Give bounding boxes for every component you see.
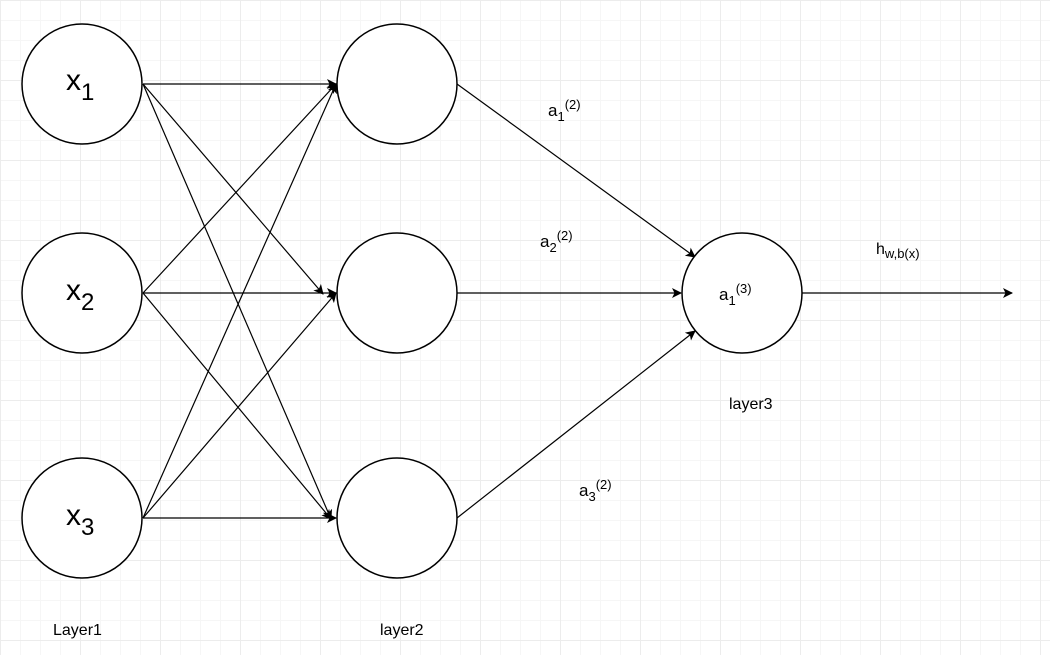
layer1-nodes (21, 23, 143, 579)
edges-layer2-layer3 (456, 83, 696, 519)
node-h1 (336, 23, 458, 145)
edge-label-a1: a1(2) (548, 97, 581, 124)
node-out (681, 232, 803, 354)
layer2-nodes (336, 23, 458, 579)
edge-h1-out (456, 83, 696, 258)
edge-x2-h3 (142, 292, 332, 520)
edge-x3-h1 (142, 83, 337, 519)
node-out-label: a1(3) (719, 281, 752, 308)
layer1-caption: Layer1 (53, 622, 102, 639)
layer3-nodes (681, 232, 803, 354)
edge-x1-h2 (142, 83, 324, 295)
edge-label-a2: a2(2) (540, 228, 573, 255)
node-x2 (21, 232, 143, 354)
node-x1 (21, 23, 143, 145)
edge-h3-out (456, 330, 696, 519)
node-x1-label: x1 (66, 64, 95, 106)
edge-x2-h1 (142, 83, 337, 294)
layer3-caption: layer3 (729, 396, 773, 413)
layer2-caption: layer2 (380, 622, 424, 639)
node-x2-label: x2 (66, 274, 95, 316)
edge-label-h: hw,b(x) (876, 241, 920, 261)
node-x3 (21, 457, 143, 579)
edge-label-a3: a3(2) (579, 477, 612, 504)
node-x3-label: x3 (66, 499, 95, 541)
edge-x3-h2 (142, 292, 337, 519)
node-h2 (336, 232, 458, 354)
edges-layer1-layer2 (142, 79, 337, 523)
edge-x1-h3 (142, 83, 333, 520)
node-h3 (336, 457, 458, 579)
